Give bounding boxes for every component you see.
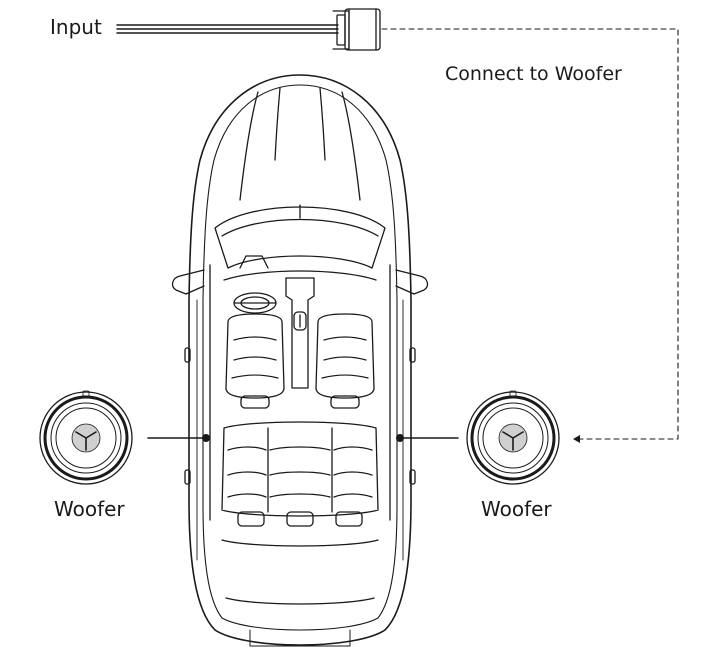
front-seat-right [315,313,375,409]
input-cable [116,24,339,34]
woofer-speaker-icon [39,390,133,485]
woofer-left-label: Woofer [54,497,125,521]
connect-to-woofer-label: Connect to Woofer [445,63,622,85]
front-seat-left [225,313,285,409]
rear-seat [221,421,379,527]
arrowhead-icon [573,435,580,443]
car-top-view-icon [171,74,429,647]
input-label: Input [50,15,102,39]
woofer-speaker-icon [466,390,560,485]
woofer-right-label: Woofer [481,497,552,521]
connection-dashed-line [381,28,679,440]
input-connector-icon [332,8,381,51]
